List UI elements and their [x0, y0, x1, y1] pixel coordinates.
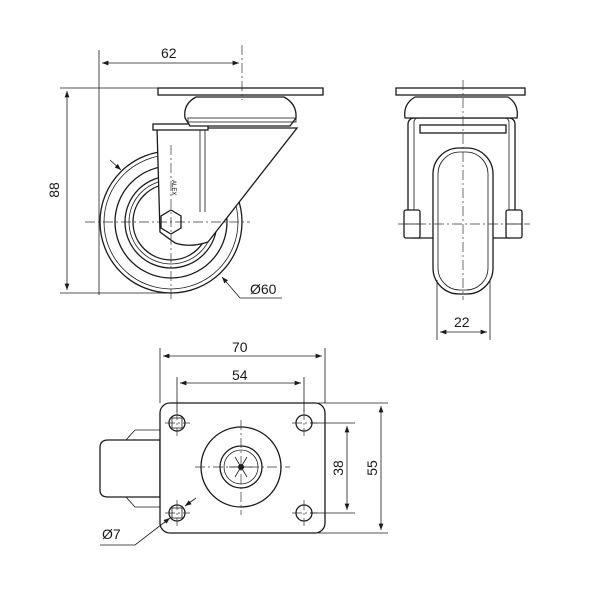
fork-side: [156, 127, 299, 246]
dim-side-width: 62: [161, 45, 177, 61]
top-view: [99, 348, 388, 546]
dim-hole-spacing-width: 38: [329, 460, 346, 476]
side-view: ALEX: [60, 45, 324, 300]
top-plate-side: [157, 87, 324, 96]
dim-plate-width: 55: [363, 460, 380, 476]
svg-text:ALEX: ALEX: [170, 180, 176, 195]
wheel-front: [432, 147, 494, 295]
dim-plate-length: 70: [232, 339, 248, 355]
front-view: [395, 80, 530, 340]
dim-wheel-diameter: Ø60: [250, 281, 277, 297]
top-plate-front: [395, 87, 526, 96]
dim-wheel-width: 22: [454, 314, 470, 330]
dim-side-height: 88: [45, 182, 62, 198]
wheel-top: [99, 439, 161, 498]
dim-hole-spacing-length: 54: [232, 367, 248, 383]
dim-hole-diameter: Ø7: [102, 526, 121, 542]
